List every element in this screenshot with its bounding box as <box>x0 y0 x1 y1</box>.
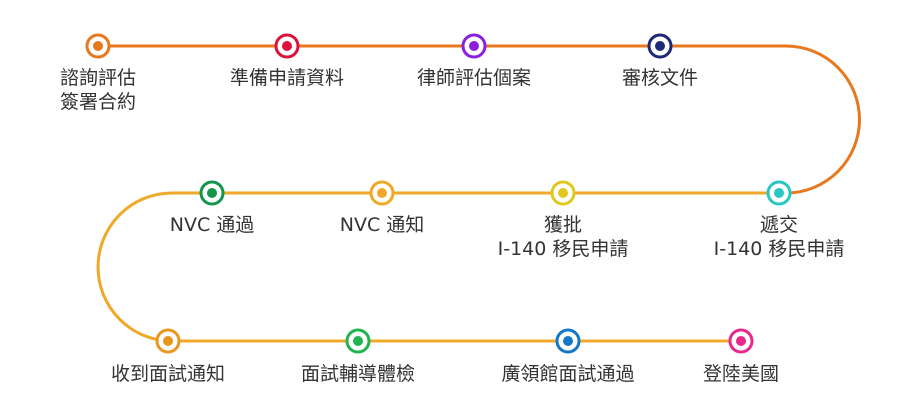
step-label-interview-coaching: 面試輔導體檢 <box>300 363 416 385</box>
step-label-nvc-notice: NVC 通知 <box>339 214 425 236</box>
step-label-consultation: 諮詢評估 簽署合約 <box>60 67 137 113</box>
track-curve-left <box>96 191 173 343</box>
step-label-lawyer-evaluation: 律師評估個案 <box>416 67 532 89</box>
step-node-lawyer-evaluation <box>461 33 487 59</box>
step-node-dot <box>93 41 103 51</box>
step-node-submit-i140 <box>766 180 792 206</box>
step-node-dot <box>163 336 173 346</box>
step-label-i140-approved: 獲批 I-140 移民申請 <box>497 214 629 260</box>
step-node-dot <box>353 336 363 346</box>
step-node-i140-approved <box>550 180 576 206</box>
step-node-dot <box>282 41 292 51</box>
step-node-interview-notice <box>155 328 181 354</box>
step-node-dot <box>563 336 573 346</box>
step-node-dot <box>207 188 217 198</box>
step-label-prepare-documents: 準備申請資料 <box>229 67 345 89</box>
step-label-nvc-passed: NVC 通過 <box>169 214 255 236</box>
step-node-review-documents <box>647 33 673 59</box>
step-node-consultation <box>85 33 111 59</box>
step-node-dot <box>558 188 568 198</box>
step-label-consulate-interview: 廣領館面試通過 <box>501 363 635 385</box>
step-node-dot <box>736 336 746 346</box>
step-node-dot <box>774 188 784 198</box>
step-label-interview-notice: 收到面試通知 <box>110 363 226 385</box>
step-node-dot <box>377 188 387 198</box>
step-node-prepare-documents <box>274 33 300 59</box>
step-node-nvc-passed <box>199 180 225 206</box>
step-node-interview-coaching <box>345 328 371 354</box>
step-node-arrive-usa <box>728 328 754 354</box>
step-node-dot <box>655 41 665 51</box>
step-label-submit-i140: 遞交 I-140 移民申請 <box>713 214 845 260</box>
step-node-nvc-notice <box>369 180 395 206</box>
step-label-review-documents: 審核文件 <box>621 67 699 89</box>
track-curve-right <box>785 44 861 195</box>
step-node-dot <box>469 41 479 51</box>
step-node-consulate-interview <box>555 328 581 354</box>
step-label-arrive-usa: 登陸美國 <box>702 363 780 385</box>
